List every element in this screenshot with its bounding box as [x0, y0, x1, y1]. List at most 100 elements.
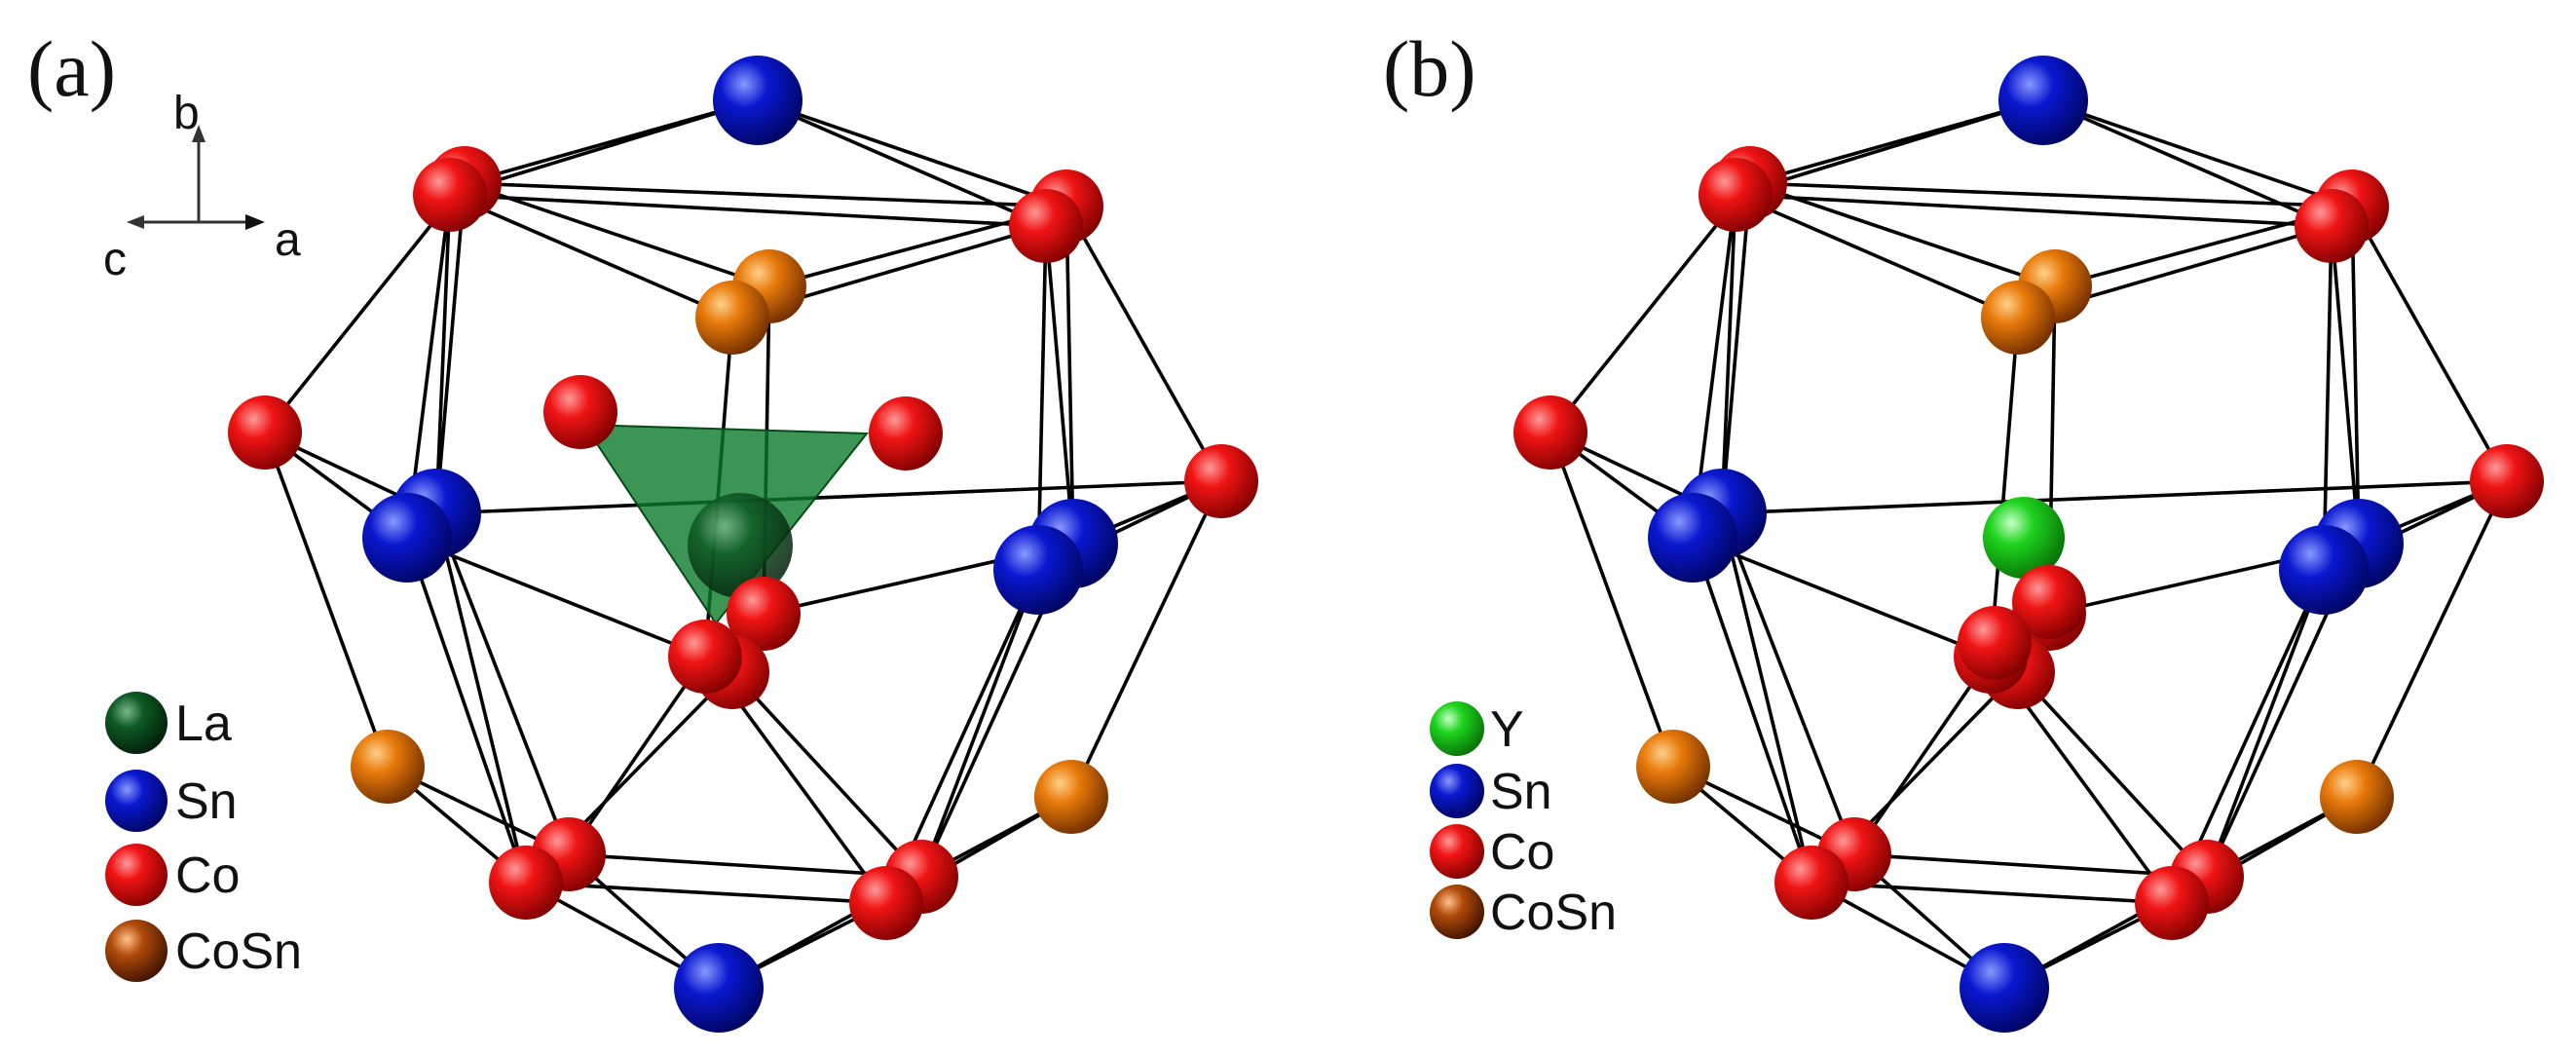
atom-sn	[2279, 525, 2369, 615]
legend-panel-b: Y Sn Co CoSn	[1430, 701, 1617, 941]
bond	[405, 536, 707, 659]
bond	[1720, 511, 1856, 856]
bond	[1064, 205, 1223, 483]
atom-co	[1184, 444, 1258, 518]
panel-b-label: (b)	[1383, 24, 1476, 113]
atom-co	[2012, 565, 2086, 639]
axis-b-label: b	[173, 88, 200, 139]
bond	[1748, 181, 2057, 288]
panel-a-label: (a)	[27, 24, 116, 113]
bond	[1036, 224, 1048, 572]
atom-sn	[1960, 943, 2049, 1033]
bond	[434, 511, 571, 856]
bond	[448, 193, 734, 320]
bond	[919, 568, 1040, 879]
bond	[2355, 479, 2509, 799]
legend-label-sn: Sn	[175, 773, 238, 830]
atom-y-center	[1983, 497, 2065, 579]
bond	[263, 431, 390, 769]
atom-co	[869, 396, 943, 471]
bond	[1720, 193, 1737, 515]
bond	[567, 655, 707, 856]
atom-co	[1774, 846, 1848, 920]
atom-co	[849, 866, 923, 940]
legend-swatch-cosn	[105, 920, 168, 982]
bond	[756, 98, 1048, 228]
bond	[434, 479, 1223, 515]
atom-sn	[674, 943, 764, 1033]
bond	[434, 181, 467, 515]
atom-co	[727, 577, 801, 651]
atom-la-center	[688, 493, 793, 598]
legend-swatch-sn-b	[1430, 764, 1484, 818]
bond	[1720, 181, 1752, 515]
legend-swatch-sn	[105, 770, 168, 832]
axis-c-label: c	[103, 234, 127, 285]
bond	[2016, 670, 2209, 879]
atom-co	[2470, 444, 2544, 518]
atom-sn	[1998, 56, 2088, 145]
atom-sn	[993, 525, 1083, 615]
legend-swatch-cosn-b	[1430, 885, 1484, 939]
bond	[756, 98, 1068, 208]
legend-label-co-b: Co	[1490, 824, 1554, 881]
legend-swatch-y	[1430, 701, 1484, 756]
bond	[1748, 181, 2354, 208]
bond	[1069, 479, 1223, 799]
atom-cosn	[1636, 730, 1710, 804]
axis-triad: b c a	[103, 88, 301, 285]
panel-b-structure	[1513, 56, 2544, 1033]
bond	[2205, 568, 2326, 879]
legend-label-cosn: CoSn	[175, 923, 302, 980]
atom-co	[1009, 189, 1083, 263]
bond	[463, 181, 771, 288]
atom-cosn	[1981, 281, 2055, 355]
bond	[434, 511, 528, 885]
bond	[2322, 224, 2333, 572]
atom-cosn	[2320, 760, 2394, 834]
legend-label-sn-b: Sn	[1490, 764, 1552, 820]
atom-cosn	[351, 730, 425, 804]
bond	[463, 181, 1068, 208]
atom-co	[2295, 189, 2369, 263]
bond	[1852, 655, 1993, 856]
atom-co	[413, 158, 487, 232]
legend-swatch-co	[105, 844, 168, 906]
atom-cosn	[1034, 760, 1108, 834]
legend-swatch-co-b	[1430, 824, 1484, 879]
legend-label-cosn-b: CoSn	[1490, 885, 1617, 941]
panel-a-structure	[228, 56, 1258, 1033]
atom-co	[489, 846, 563, 920]
axis-a-label: a	[275, 214, 301, 266]
bond	[1549, 431, 1675, 769]
bond	[2350, 205, 2509, 483]
atom-co	[1513, 396, 1587, 470]
atom-co	[1699, 158, 1773, 232]
bond	[2330, 224, 2361, 546]
bond	[730, 670, 923, 879]
bond	[434, 193, 452, 515]
bond	[1720, 511, 1813, 885]
atom-sn	[713, 56, 803, 145]
bond	[1720, 479, 2509, 515]
bond	[2041, 98, 2333, 228]
legend-label-co: Co	[175, 848, 240, 904]
legend-panel-a: La Sn Co CoSn	[105, 692, 302, 982]
atom-sn	[362, 493, 452, 583]
legend-swatch-la	[105, 692, 168, 754]
atom-co	[228, 396, 302, 470]
bond	[1989, 316, 2020, 659]
bond	[1734, 193, 2333, 228]
atom-co	[2135, 866, 2209, 940]
atom-cosn	[695, 281, 769, 355]
atom-sn	[1648, 493, 1737, 583]
bond	[448, 193, 1048, 228]
atom-co	[1958, 606, 2032, 680]
legend-label-la: La	[175, 696, 232, 752]
legend-label-y: Y	[1490, 701, 1524, 758]
bond	[1691, 536, 1993, 659]
atom-co	[668, 620, 742, 694]
bond	[1734, 193, 2020, 320]
